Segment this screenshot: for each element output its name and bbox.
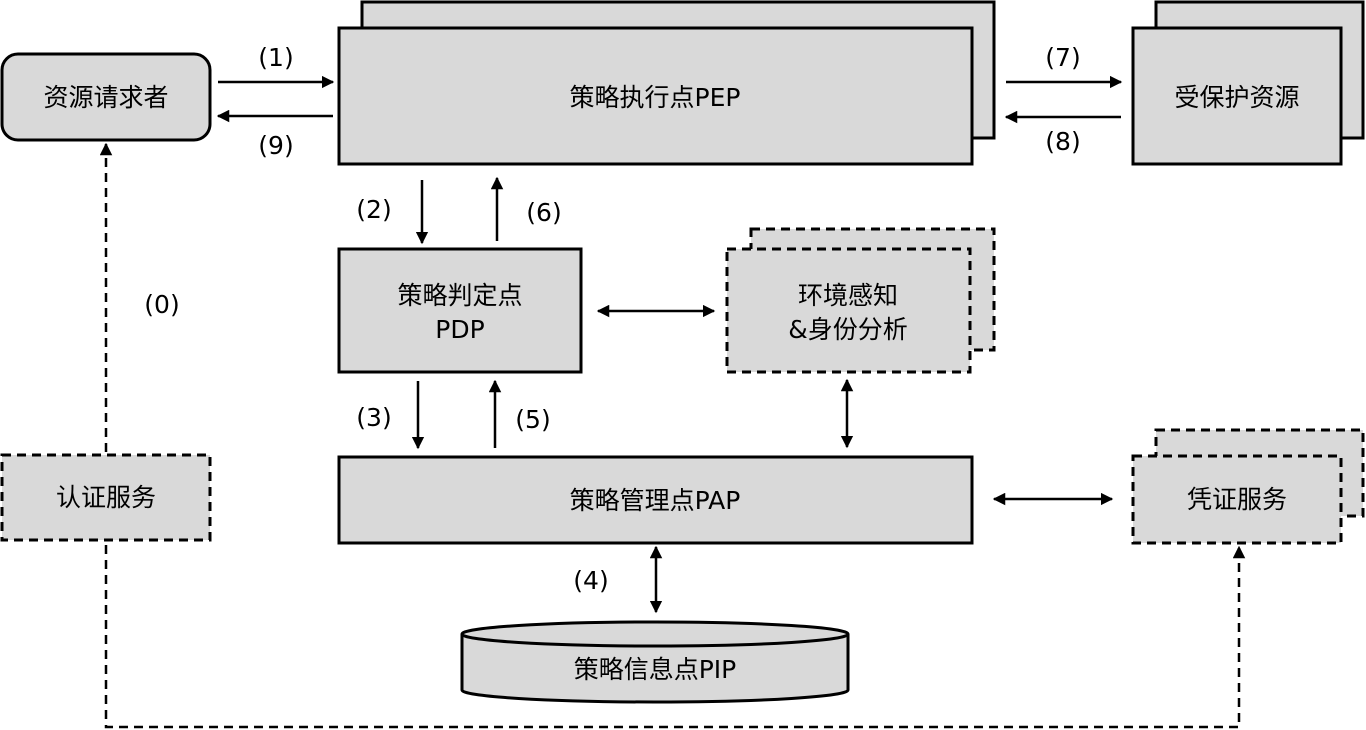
step-label-1: (1) [258, 43, 293, 72]
pep-label: 策略执行点PEP [570, 83, 741, 112]
environment-label-line1: 环境感知 [798, 281, 898, 310]
step-label-9: (9) [258, 131, 293, 160]
pap-label: 策略管理点PAP [570, 486, 741, 515]
step-label-4: (4) [573, 566, 608, 595]
pdp-label-line1: 策略判定点 [397, 281, 522, 310]
pep-node: 策略执行点PEP [337, 0, 996, 166]
protected-resource-node: 受保护资源 [1131, 0, 1365, 166]
step-label-7: (7) [1045, 43, 1080, 72]
step-label-8: (8) [1045, 127, 1080, 156]
step-label-6: (6) [526, 198, 561, 227]
pdp-label-line2: PDP [435, 315, 484, 344]
pip-node: 策略信息点PIP [460, 620, 850, 704]
pap-node: 策略管理点PAP [337, 455, 974, 545]
step-label-0: (0) [144, 290, 179, 319]
step-label-3: (3) [356, 403, 391, 432]
resource-requester-label: 资源请求者 [43, 83, 168, 112]
pdp-node: 策略判定点 PDP [337, 247, 583, 374]
authentication-service-label: 认证服务 [56, 483, 156, 512]
step-label-5: (5) [515, 405, 550, 434]
credential-service-node: 凭证服务 [1131, 428, 1365, 545]
step-label-2: (2) [356, 195, 391, 224]
credential-service-label: 凭证服务 [1187, 485, 1287, 514]
pip-label: 策略信息点PIP [574, 655, 737, 684]
authentication-service-node: 认证服务 [0, 453, 212, 542]
resource-requester-node: 资源请求者 [0, 52, 212, 142]
dashed-auth-to-credential [104, 545, 1246, 729]
environment-identity-analysis-node: 环境感知 &身份分析 [725, 227, 996, 374]
environment-label-line2: &身份分析 [788, 315, 908, 344]
protected-resource-label: 受保护资源 [1174, 83, 1299, 112]
